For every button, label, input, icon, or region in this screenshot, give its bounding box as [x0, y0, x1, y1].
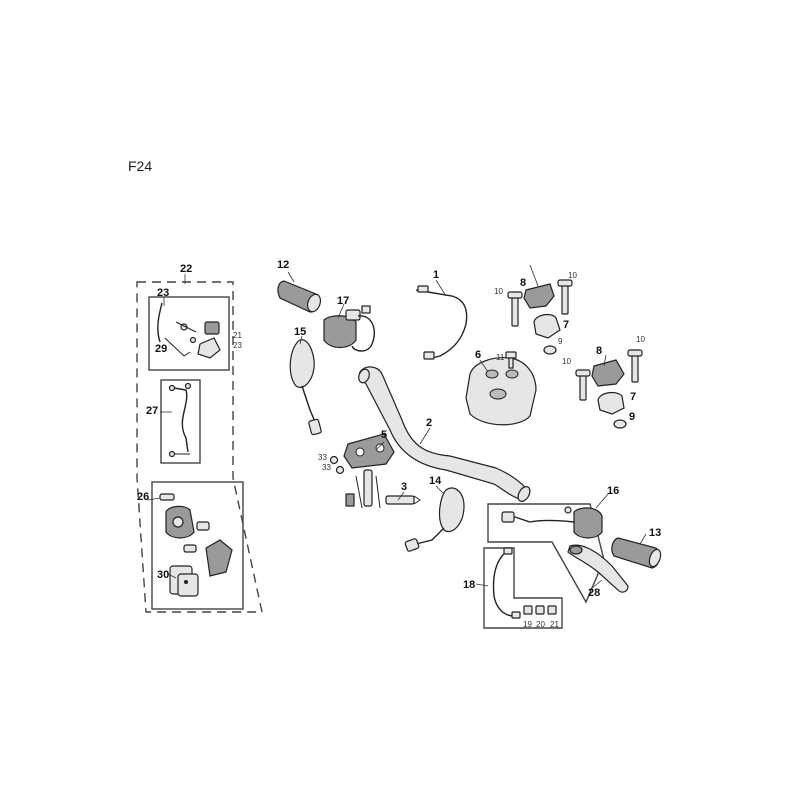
left-handlebar-switch [323, 305, 376, 352]
callout-19: 19 [523, 620, 532, 629]
callout-3: 3 [401, 481, 407, 493]
master-cylinder-box [148, 296, 230, 371]
caliper-box [151, 481, 244, 610]
brake-hose-box [160, 379, 201, 464]
callout-10b: 10 [568, 271, 577, 280]
callout-9a: 9 [558, 337, 563, 346]
callout-10c: 10 [562, 357, 571, 366]
callout-30: 30 [157, 569, 169, 581]
callout-22: 22 [180, 263, 192, 275]
handlebar [358, 366, 531, 502]
left-assembly-boundary [136, 281, 263, 613]
callout-21b: 21 [233, 331, 242, 340]
callout-7b: 7 [630, 391, 636, 403]
callout-29: 29 [155, 343, 167, 355]
callout-10d: 10 [636, 335, 645, 344]
right-grip [611, 537, 662, 569]
left-mirror [289, 339, 322, 436]
caliper-parts [159, 493, 233, 597]
callout-23b: 23 [233, 341, 242, 350]
callout-8b: 8 [596, 345, 602, 357]
callout-12: 12 [277, 259, 289, 271]
callout-33b: 33 [322, 463, 331, 472]
right-mirror [404, 487, 465, 552]
callout-33a: 33 [318, 453, 327, 462]
throttle-cable [415, 285, 468, 360]
master-cylinder-parts [157, 302, 221, 359]
callout-1: 1 [433, 269, 439, 281]
figure-code: F24 [128, 158, 153, 174]
bolt-11 [505, 351, 517, 369]
callout-2: 2 [426, 417, 432, 429]
callout-13: 13 [649, 527, 661, 539]
callout-numbers: 1 2 3 5 6 7 7 8 8 9 9 10 10 10 10 11 12 … [137, 259, 661, 629]
callout-17: 17 [337, 295, 349, 307]
handlebar-clamp [329, 433, 421, 509]
callout-10a: 10 [494, 287, 503, 296]
callout-6: 6 [475, 349, 481, 361]
callout-23: 23 [157, 287, 169, 299]
callout-8a: 8 [520, 277, 526, 289]
callout-11: 11 [496, 353, 505, 362]
leader-lines [147, 264, 647, 589]
instrument-cover [465, 357, 537, 426]
callout-26: 26 [137, 491, 149, 503]
callout-20: 20 [536, 620, 545, 629]
right-switch-assembly [487, 503, 605, 604]
callout-14: 14 [429, 475, 442, 487]
callout-5: 5 [381, 429, 387, 441]
left-grip [277, 280, 322, 313]
brake-lever [567, 544, 629, 593]
callout-7a: 7 [563, 319, 569, 331]
brake-hose-parts [168, 382, 192, 458]
callout-15: 15 [294, 326, 306, 338]
callout-18: 18 [463, 579, 475, 591]
callout-9b: 9 [629, 411, 635, 423]
callout-28: 28 [588, 587, 600, 599]
lower-riser-clamp [575, 349, 643, 429]
callout-21: 21 [550, 620, 559, 629]
callout-27: 27 [146, 405, 158, 417]
clutch-cable-assembly [483, 547, 563, 629]
callout-16: 16 [607, 485, 619, 497]
upper-riser-clamp [507, 279, 573, 355]
